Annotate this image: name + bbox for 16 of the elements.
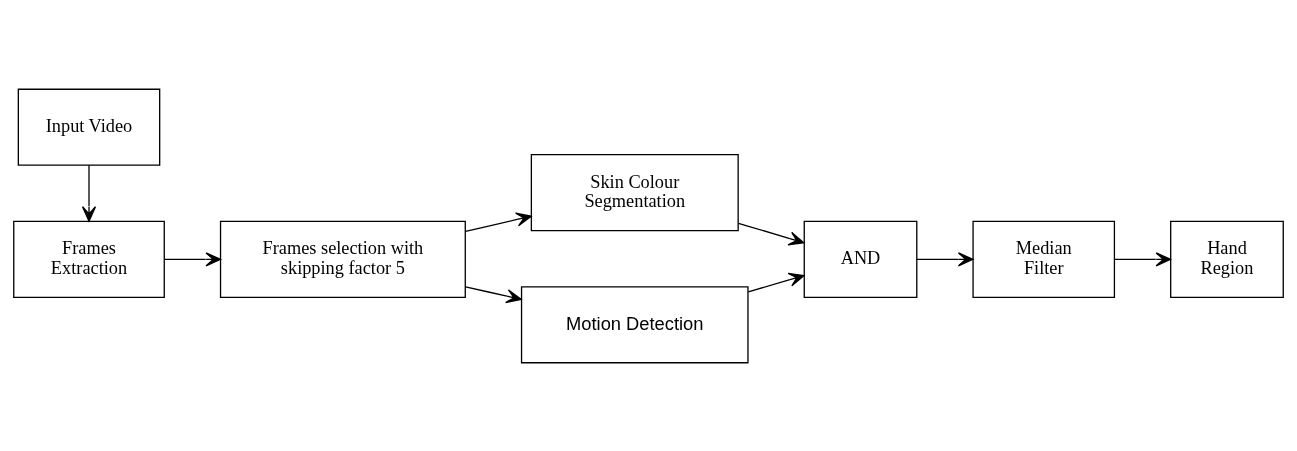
node-box: Hand Region: [1170, 220, 1284, 298]
node-box: Input Video: [17, 88, 161, 166]
arrow: [1114, 251, 1172, 266]
arrow: [163, 251, 222, 266]
arrow: [737, 222, 805, 245]
node-box: Skin Colour Segmentation: [530, 153, 739, 231]
node-box: Motion Detection: [520, 285, 749, 363]
arrow: [81, 164, 97, 222]
arrow: [916, 251, 974, 266]
arrow: [464, 285, 522, 303]
node-box: AND: [803, 220, 918, 298]
node-box: Frames Extraction: [13, 220, 165, 298]
node-box: Frames selection with skipping factor 5: [219, 220, 466, 298]
node-box: Median Filter: [972, 220, 1116, 298]
arrow: [464, 212, 532, 232]
arrow: [747, 272, 805, 293]
